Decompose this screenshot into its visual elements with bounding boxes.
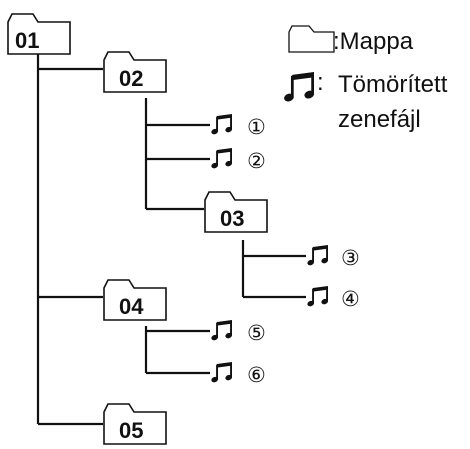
music-file-1: ① xyxy=(210,114,266,139)
music-note-icon xyxy=(210,114,233,136)
music-note-icon xyxy=(306,245,329,267)
music-note-icon xyxy=(210,148,233,170)
legend-file-entry: : Tömörített zenefájl xyxy=(282,69,448,133)
track-number-5: ⑤ xyxy=(247,321,266,345)
legend-folder-label: :Mappa xyxy=(333,28,414,55)
folder-label-03: 03 xyxy=(220,206,244,231)
music-file-2: ② xyxy=(210,148,266,173)
music-note-icon xyxy=(306,286,329,308)
music-file-6: ⑥ xyxy=(210,362,266,387)
legend-file-label-line2: zenefájl xyxy=(338,106,421,133)
music-note-icon xyxy=(210,320,233,342)
folder-label-04: 04 xyxy=(119,294,144,319)
music-file-4: ④ xyxy=(306,286,360,311)
track-number-1: ① xyxy=(247,115,266,139)
legend-file-colon: : xyxy=(317,69,324,96)
track-number-4: ④ xyxy=(341,287,360,311)
tree-connectors xyxy=(36,53,306,426)
folder-01: 01 xyxy=(7,13,71,55)
folder-02: 02 xyxy=(103,51,167,93)
folder-icon xyxy=(288,25,335,53)
music-file-3: ③ xyxy=(306,245,360,270)
track-number-3: ③ xyxy=(341,246,360,270)
legend-file-label-line1: Tömörített xyxy=(338,71,448,98)
music-note-icon xyxy=(282,72,316,103)
folder-label-05: 05 xyxy=(119,418,143,443)
music-file-5: ⑤ xyxy=(210,320,266,345)
music-note-icon xyxy=(210,362,233,384)
track-number-2: ② xyxy=(247,149,266,173)
legend-folder-entry: :Mappa xyxy=(288,25,414,55)
folder-label-02: 02 xyxy=(119,66,143,91)
folder-05: 05 xyxy=(103,403,167,445)
track-number-6: ⑥ xyxy=(247,363,266,387)
folder-03: 03 xyxy=(204,191,268,233)
legend: :Mappa : Tömörített zenefájl xyxy=(282,25,448,133)
folder-label-01: 01 xyxy=(15,28,39,53)
folder-04: 04 xyxy=(103,279,167,321)
